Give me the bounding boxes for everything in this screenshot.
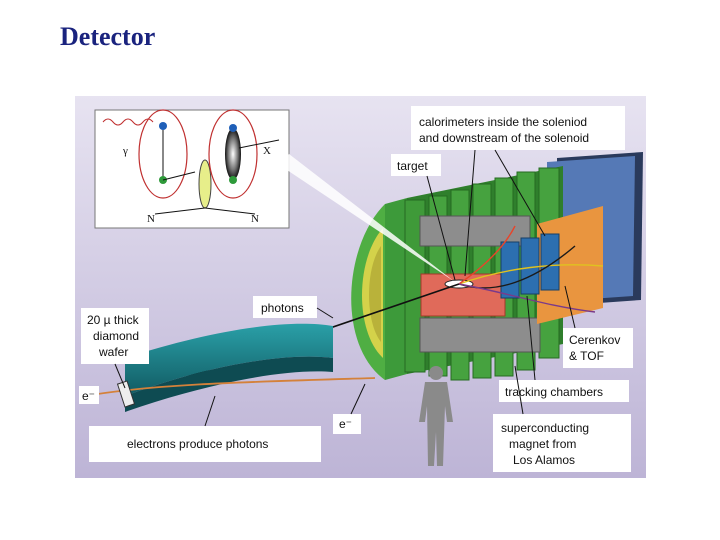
label-target: target: [391, 154, 456, 281]
feynman-n-right: N: [251, 213, 259, 225]
label-magnet-line3: Los Alamos: [513, 453, 575, 467]
label-magnet: superconducting magnet from Los Alamos: [493, 365, 631, 472]
label-e-minus-out-text: e⁻: [339, 417, 352, 431]
label-cerenkov-line2: & TOF: [569, 349, 604, 363]
label-cerenkov: Cerenkov & TOF: [563, 285, 633, 368]
label-wafer: 20 µ thick diamond wafer: [81, 308, 149, 389]
label-wafer-line1: 20 µ thick: [87, 313, 140, 327]
detector-diagram: γ X N N calorimeters inside the soleniod…: [75, 96, 646, 478]
meson-blob: [225, 128, 241, 180]
slide-title: Detector: [60, 22, 156, 51]
detector-illustration: γ X N N calorimeters inside the soleniod…: [75, 96, 646, 478]
label-calorimeters-line2: and downstream of the solenoid: [419, 131, 589, 145]
feynman-inset: γ X N N: [94, 109, 290, 229]
label-electrons-text: electrons produce photons: [127, 437, 268, 451]
label-photons-text: photons: [261, 301, 304, 315]
label-magnet-line1: superconducting: [501, 421, 589, 435]
person-silhouette: [419, 366, 453, 466]
inset-callout-wedge: [281, 154, 455, 282]
label-calorimeters-line1: calorimeters inside the soleniod: [419, 115, 587, 129]
photon-wave: [102, 118, 154, 126]
left-loop: [138, 109, 188, 199]
label-calorimeters: calorimeters inside the soleniod and dow…: [411, 106, 625, 277]
right-loop: [208, 109, 258, 199]
electron-path: [84, 377, 376, 397]
label-tracking: tracking chambers: [499, 295, 629, 402]
label-e-minus-in-text: e⁻: [82, 389, 95, 403]
label-electrons: electrons produce photons: [89, 395, 321, 462]
label-wafer-line2: diamond: [93, 329, 139, 343]
particle-tracks: [458, 225, 604, 313]
pomeron-exchange: [198, 159, 212, 209]
feynman-gamma: γ: [122, 145, 128, 157]
label-e-minus-in: e⁻: [79, 386, 99, 404]
label-cerenkov-line1: Cerenkov: [569, 333, 620, 347]
label-photons: photons: [253, 296, 334, 319]
feynman-n-left: N: [147, 213, 155, 225]
feynman-x: X: [263, 145, 271, 157]
label-magnet-line2: magnet from: [509, 437, 576, 451]
radiator-magnet: [125, 323, 333, 412]
label-wafer-line3: wafer: [98, 345, 128, 359]
label-tracking-text: tracking chambers: [505, 385, 603, 399]
label-e-minus-out: e⁻: [333, 383, 366, 434]
label-target-text: target: [397, 159, 428, 173]
